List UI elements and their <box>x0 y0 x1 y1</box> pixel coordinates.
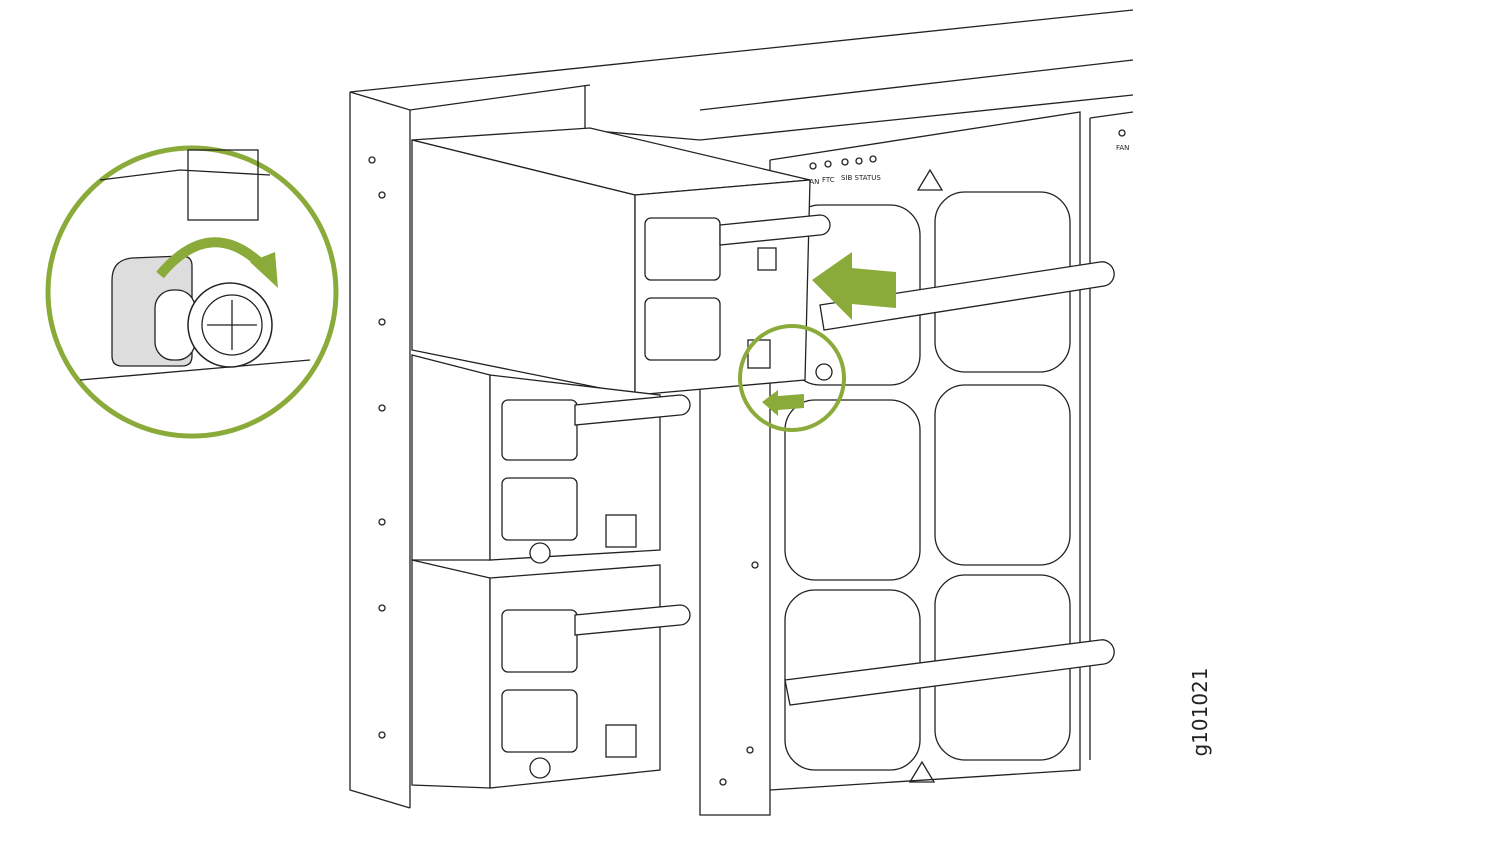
led-label-fan-right: FAN <box>1116 144 1129 152</box>
thumbscrew-icon <box>529 542 551 564</box>
hot-surface-warning-icon <box>916 168 944 191</box>
led-label-ftc: FTC <box>822 176 835 184</box>
clockwise-rotation-arrow-icon <box>156 237 266 279</box>
psu-handle <box>574 604 691 636</box>
status-leds: FAN FTC SIB STATUS FAN <box>806 129 1129 186</box>
figure-id-label: g101021 <box>1188 667 1212 757</box>
screw-holes <box>368 156 759 786</box>
tighten-arrow-icon <box>762 390 804 416</box>
fan-tray-handle-bottom <box>784 639 1115 706</box>
thumbscrew-icon <box>815 363 833 381</box>
fan-tray-handle-top <box>819 261 1115 331</box>
power-supply-inserting <box>411 127 833 396</box>
insert-direction-arrow-icon <box>812 252 896 320</box>
psu-handle <box>574 394 691 426</box>
hot-surface-warning-icon <box>908 760 936 783</box>
power-switch-icon <box>605 514 637 548</box>
fan-tray <box>784 168 1115 783</box>
power-switch-icon <box>605 724 637 758</box>
thumbscrew-icon <box>529 757 551 779</box>
power-supply-bottom <box>411 559 691 789</box>
power-supply-middle <box>411 354 691 564</box>
led-label-sib-status: SIB STATUS <box>841 174 881 182</box>
thumbscrew-detail-callout <box>45 145 339 439</box>
thumbscrew-callout-circle <box>738 324 846 432</box>
led-label-fan: FAN <box>806 178 819 186</box>
psu-handle <box>719 214 831 246</box>
